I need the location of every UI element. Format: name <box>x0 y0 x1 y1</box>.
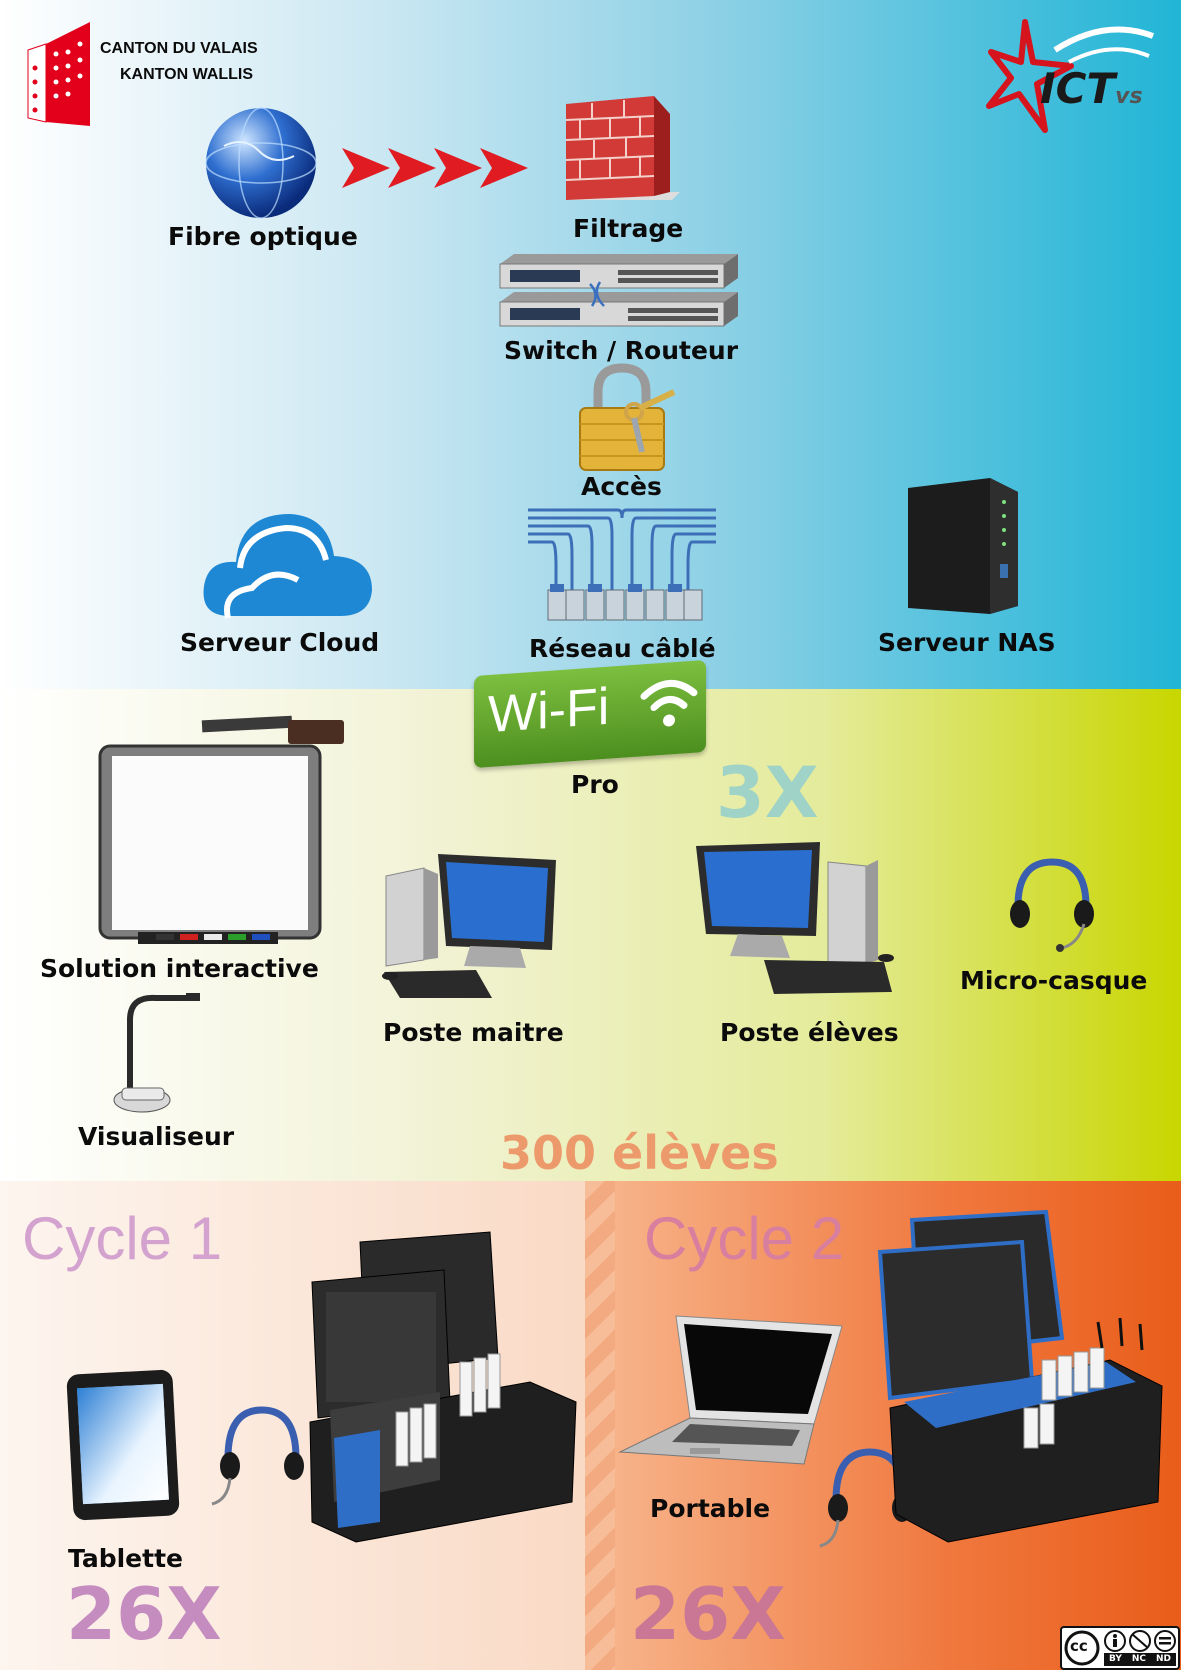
cc-nc: NC <box>1131 1654 1146 1664</box>
tablet-case-icon <box>309 1231 577 1543</box>
cc-terms: BY NC ND <box>1104 1653 1176 1666</box>
label-fibre: Fibre optique <box>168 222 358 251</box>
canton-valais-logo <box>27 22 90 126</box>
label-access: Accès <box>581 472 662 501</box>
label-interactive: Solution interactive <box>40 954 319 983</box>
label-cloud: Serveur Cloud <box>180 628 380 657</box>
cc-nd: ND <box>1155 1654 1171 1664</box>
cc-text: cc <box>1070 1637 1088 1655</box>
cycle2-title: Cycle 2 <box>644 1205 845 1272</box>
label-visualizer: Visualiseur <box>78 1122 235 1151</box>
label-switch: Switch / Routeur <box>504 336 739 365</box>
document-camera-icon <box>113 993 200 1113</box>
cycle-divider <box>585 1181 615 1670</box>
laptop-icon <box>618 1315 843 1465</box>
logo-text-line2: KANTON WALLIS <box>120 66 254 83</box>
nas-server-icon <box>908 478 1018 614</box>
cc-license-badge: cc BY NC ND <box>1060 1626 1180 1670</box>
cycle1-count: 26X <box>66 1572 222 1656</box>
label-headset: Micro-casque <box>960 966 1148 995</box>
label-wired: Réseau câblé <box>529 634 716 663</box>
label-wifi-pro: Pro <box>571 770 619 799</box>
cycle2-count: 26X <box>630 1572 786 1656</box>
label-teacher-pc: Poste maitre <box>383 1018 564 1047</box>
wifi-badge-text: Wi-Fi <box>488 677 610 745</box>
headset-cycle1-icon <box>211 1406 304 1506</box>
label-tablet: Tablette <box>68 1544 183 1573</box>
label-nas: Serveur NAS <box>878 628 1056 657</box>
label-filtering: Filtrage <box>573 214 684 243</box>
student-computer-icon <box>696 842 894 994</box>
tablet-icon <box>66 1369 180 1521</box>
cc-by: BY <box>1108 1654 1122 1664</box>
ictvs-brand-main: ICT <box>1040 64 1116 113</box>
label-laptop: Portable <box>650 1494 771 1523</box>
globe-icon <box>205 107 317 219</box>
ictvs-star-icon <box>986 19 1155 133</box>
logo-text-line1: CANTON DU VALAIS <box>100 40 258 57</box>
arrow-chevrons-icon <box>342 148 528 188</box>
teacher-computer-icon <box>382 854 556 998</box>
headset-icon <box>1010 858 1094 952</box>
interactive-whiteboard-icon <box>98 715 344 944</box>
cc-icon <box>1064 1630 1100 1666</box>
ictvs-brand: ICTvs <box>1040 64 1143 113</box>
switch-router-icon <box>499 254 738 327</box>
wifi-icon <box>640 679 698 727</box>
students-count: 300 élèves <box>500 1126 779 1180</box>
ethernet-cables-icon <box>528 508 716 621</box>
wifi-badge: Wi-Fi <box>474 659 706 769</box>
ictvs-brand-sub: vs <box>1115 84 1143 109</box>
padlock-icon <box>579 363 676 471</box>
firewall-icon <box>565 96 680 200</box>
cycle1-title: Cycle 1 <box>22 1205 223 1272</box>
classroom-multiplier: 3X <box>716 752 819 834</box>
cloud-icon <box>203 514 372 619</box>
laptop-case-icon <box>877 1209 1163 1543</box>
cc-by-nc-nd-icons <box>1104 1630 1176 1652</box>
label-student-pc: Poste élèves <box>720 1018 899 1047</box>
